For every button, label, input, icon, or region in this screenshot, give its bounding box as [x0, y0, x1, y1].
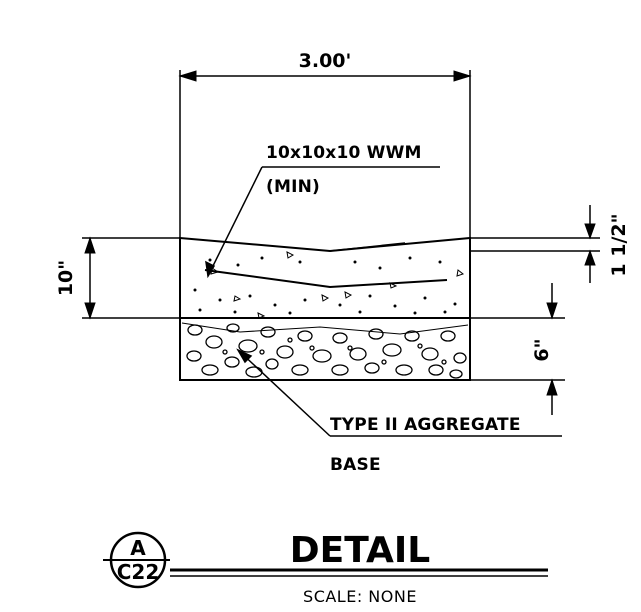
width-dimension-label: 3.00' [299, 50, 352, 72]
detail-marker [103, 531, 548, 589]
wwm-leader [205, 166, 440, 279]
aggregate-stones [186, 323, 467, 379]
base-dimension [470, 283, 565, 415]
base-dimension-label: 6" [531, 338, 553, 361]
aggregate-base-label: BASE [330, 455, 381, 475]
slope-dimension-label: 1 1/2" [608, 213, 630, 276]
aggregate-label: TYPE II AGGREGATE [330, 415, 521, 435]
depth-dimension [82, 236, 180, 320]
wwm-label: 10x10x10 WWM [266, 143, 422, 163]
depth-dimension-label: 10" [55, 260, 77, 296]
aggregate-leader [236, 348, 562, 437]
wwm-min-label: (MIN) [266, 177, 320, 197]
concrete-slab [179, 236, 471, 319]
width-dimension [178, 70, 472, 238]
sheet-reference: C22 [117, 560, 160, 584]
scale-note: SCALE: NONE [303, 587, 417, 606]
detail-title: DETAIL [290, 530, 430, 571]
slope-dimension [470, 205, 600, 283]
detail-letter: A [130, 536, 146, 560]
